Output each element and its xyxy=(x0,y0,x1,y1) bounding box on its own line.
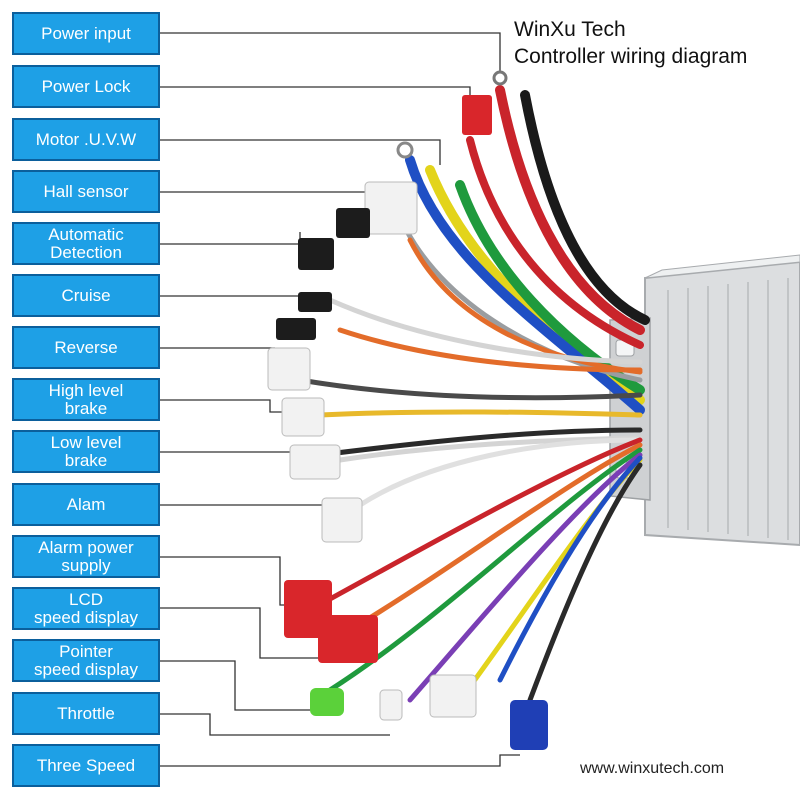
label-low-level-brake: Low level brake xyxy=(12,430,160,473)
label-text: Pointer xyxy=(59,641,113,661)
label-text: supply xyxy=(61,555,111,575)
label-cruise: Cruise xyxy=(12,274,160,317)
label-motor-uvw: Motor .U.V.W xyxy=(12,118,160,161)
label-pointer-speed-display: Pointer speed display xyxy=(12,639,160,682)
label-text: speed display xyxy=(34,659,138,679)
label-text: Reverse xyxy=(54,337,118,357)
label-text: Power input xyxy=(41,23,131,43)
label-text: Throttle xyxy=(57,703,115,723)
wire-harness xyxy=(297,85,650,703)
label-text: Hall sensor xyxy=(43,181,129,201)
label-reverse: Reverse xyxy=(12,326,160,369)
label-text: Alam xyxy=(66,494,106,514)
label-text: Motor .U.V.W xyxy=(35,129,137,149)
label-high-level-brake: High level brake xyxy=(12,378,160,421)
label-power-lock: Power Lock xyxy=(12,65,160,108)
label-throttle: Throttle xyxy=(12,692,160,735)
label-text: brake xyxy=(64,398,108,418)
label-three-speed: Three Speed xyxy=(12,744,160,787)
diagram-title: WinXu Tech Controller wiring diagram xyxy=(514,16,747,70)
label-text: Detection xyxy=(50,242,122,262)
label-power-input: Power input xyxy=(12,12,160,55)
label-text: High level xyxy=(48,380,124,400)
label-lcd-speed-display: LCD speed display xyxy=(12,587,160,630)
label-text: Alarm power xyxy=(38,537,134,557)
website-url: www.winxutech.com xyxy=(580,760,725,777)
label-hall-sensor: Hall sensor xyxy=(12,170,160,213)
label-automatic-detection: Automatic Detection xyxy=(12,222,160,265)
label-alarm-power-supply: Alarm power supply xyxy=(12,535,160,578)
label-text: Three Speed xyxy=(36,755,136,775)
label-text: brake xyxy=(64,450,108,470)
connectors xyxy=(267,70,548,750)
title-line-1: WinXu Tech xyxy=(514,18,626,41)
label-text: speed display xyxy=(34,607,138,627)
label-text: Cruise xyxy=(61,285,111,305)
label-text: LCD xyxy=(68,589,103,609)
label-text: Automatic xyxy=(48,224,124,244)
label-text: Low level xyxy=(50,432,122,452)
title-line-2: Controller wiring diagram xyxy=(514,45,748,68)
label-text: Power Lock xyxy=(41,76,131,96)
label-alam: Alam xyxy=(12,483,160,526)
